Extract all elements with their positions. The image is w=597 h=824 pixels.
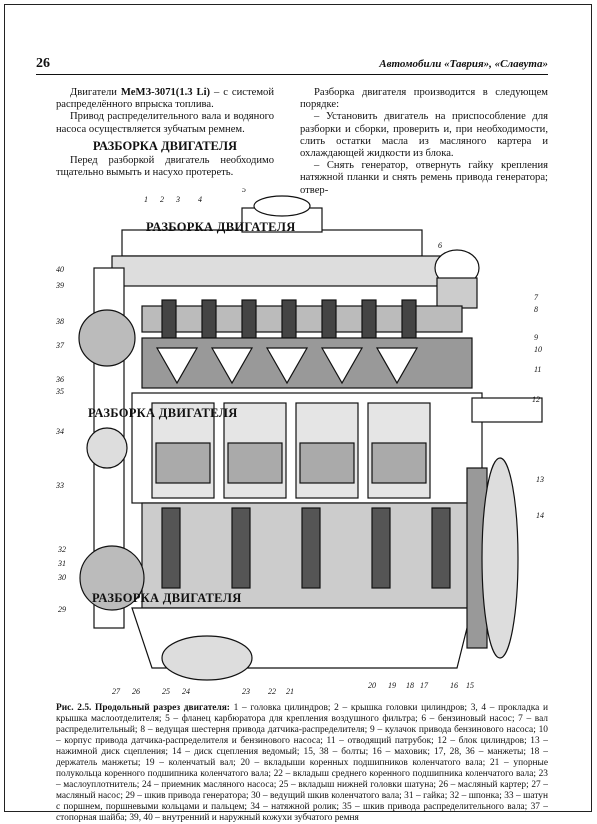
callout-32: 32 bbox=[57, 545, 66, 554]
callout-39: 39 bbox=[55, 281, 64, 290]
callout-25: 25 bbox=[162, 687, 170, 696]
callout-20: 20 bbox=[368, 681, 376, 690]
callout-13: 13 bbox=[536, 475, 544, 484]
callout-38: 38 bbox=[55, 317, 64, 326]
callout-labels-top: 1 2 3 4 5 bbox=[144, 188, 246, 204]
callout-29: 29 bbox=[58, 605, 66, 614]
figure-heading-1: РАЗБОРКА ДВИГАТЕЛЯ bbox=[146, 220, 296, 234]
left-paragraph-2: Привод распределительного вала и водяног… bbox=[56, 111, 274, 135]
right-paragraph-3: – Снять генератор, отвернуть гайку крепл… bbox=[300, 160, 548, 196]
callout-17: 17 bbox=[420, 681, 429, 690]
callout-8: 8 bbox=[534, 305, 538, 314]
right-paragraph-1: Разборка двигателя производится в следую… bbox=[300, 87, 548, 111]
engine-cross-section-figure: 1 2 3 4 5 6 7 8 9 10 11 12 13 14 27 26 2… bbox=[55, 188, 544, 696]
callout-3: 3 bbox=[175, 195, 180, 204]
callout-26: 26 bbox=[132, 687, 140, 696]
callout-30: 30 bbox=[57, 573, 66, 582]
callout-24: 24 bbox=[182, 687, 190, 696]
callout-35: 35 bbox=[55, 387, 64, 396]
left-column: Двигатели МеМЗ-3071(1.3 Li) – с системой… bbox=[56, 87, 274, 179]
callout-34: 34 bbox=[55, 427, 64, 436]
left-paragraph-1: Двигатели МеМЗ-3071(1.3 Li) – с системой… bbox=[56, 87, 274, 111]
section-heading: РАЗБОРКА ДВИГАТЕЛЯ bbox=[92, 138, 238, 153]
caption-lead: Рис. 2.5. Продольный разрез двигателя: bbox=[56, 703, 230, 713]
callout-16: 16 bbox=[450, 681, 458, 690]
page-header: 26 Автомобили «Таврия», «Славута» bbox=[36, 56, 548, 74]
callout-labels-bottom: 27 26 25 24 23 22 21 20 19 18 17 16 15 bbox=[112, 681, 474, 696]
callout-7: 7 bbox=[534, 293, 539, 302]
callout-14: 14 bbox=[536, 511, 544, 520]
running-title: Автомобили «Таврия», «Славута» bbox=[379, 58, 548, 70]
callout-6: 6 bbox=[438, 241, 442, 250]
callout-5: 5 bbox=[242, 188, 246, 194]
callout-19: 19 bbox=[388, 681, 396, 690]
callout-9: 9 bbox=[534, 333, 538, 342]
figure-heading-2: РАЗБОРКА ДВИГАТЕЛЯ bbox=[88, 406, 238, 420]
caption-text: 1 – головка цилиндров; 2 – крышка головк… bbox=[56, 703, 548, 823]
header-rule bbox=[36, 74, 548, 75]
figure-heading-3: РАЗБОРКА ДВИГАТЕЛЯ bbox=[92, 591, 242, 605]
left-paragraph-3: Перед разборкой двигатель необходимо тща… bbox=[56, 155, 274, 179]
right-column: Разборка двигателя производится в следую… bbox=[300, 87, 548, 197]
callout-11: 11 bbox=[534, 365, 541, 374]
left-paragraph-1-suffix: – с системой распределённого впрыска топ… bbox=[56, 87, 275, 111]
callout-2: 2 bbox=[160, 195, 164, 204]
callout-37: 37 bbox=[55, 341, 65, 350]
callout-4: 4 bbox=[198, 195, 202, 204]
callout-21: 21 bbox=[286, 687, 294, 696]
callout-12: 12 bbox=[532, 395, 540, 404]
callout-labels-right: 6 7 8 9 10 11 12 13 14 bbox=[438, 241, 544, 520]
engine-model: МеМЗ-3071(1.3 Li) bbox=[120, 87, 211, 98]
callout-36: 36 bbox=[55, 375, 64, 384]
callout-18: 18 bbox=[406, 681, 414, 690]
callout-33: 33 bbox=[55, 481, 64, 490]
left-paragraph-1-prefix: Двигатели bbox=[70, 87, 121, 98]
figure-caption: Рис. 2.5. Продольный разрез двигателя: 1… bbox=[56, 703, 548, 824]
callout-40: 40 bbox=[56, 265, 64, 274]
callout-labels-left: 40 39 38 37 36 35 34 33 32 31 30 29 bbox=[55, 265, 66, 614]
callout-10: 10 bbox=[534, 345, 542, 354]
callout-31: 31 bbox=[57, 559, 66, 568]
callout-27: 27 bbox=[112, 687, 121, 696]
callout-22: 22 bbox=[268, 687, 276, 696]
callout-23: 23 bbox=[242, 687, 250, 696]
right-paragraph-2: – Установить двигатель на приспособление… bbox=[300, 111, 548, 160]
page-frame bbox=[4, 4, 592, 812]
callout-15: 15 bbox=[466, 681, 474, 690]
page-number: 26 bbox=[36, 56, 50, 71]
callout-1: 1 bbox=[144, 195, 148, 204]
